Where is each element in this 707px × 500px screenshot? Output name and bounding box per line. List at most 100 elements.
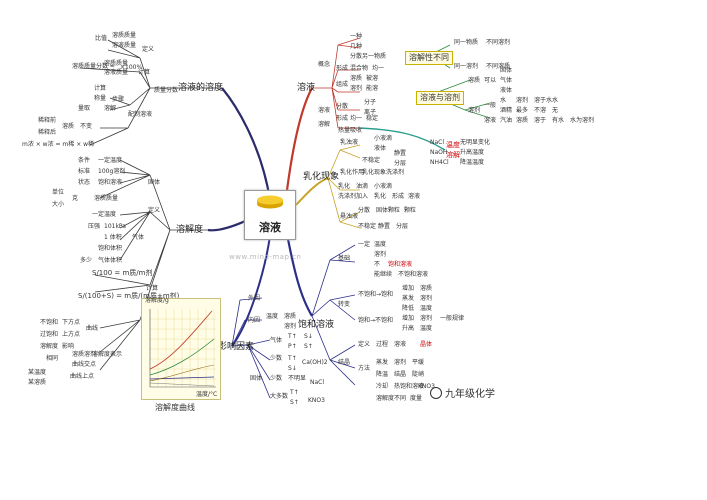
infl-t-up-3: T↑ <box>290 389 299 396</box>
sat-evap: 蒸发 <box>376 359 389 366</box>
diss-liquid: 液体 <box>500 87 513 94</box>
conc-calc: 计算 <box>138 69 151 76</box>
sat-temp: 温度 <box>374 241 387 248</box>
infl-solid: 固体 <box>250 375 263 382</box>
sol-sat-vol: 饱和体积 <box>98 245 123 252</box>
sol-solubility: 溶解度 <box>40 343 59 350</box>
conc-steps: 步骤 <box>112 96 125 103</box>
sol-some-temp: 某温度 <box>28 369 47 376</box>
sat-certain: 一定 <box>358 241 371 248</box>
sol-solid: 固体 <box>148 179 161 186</box>
heat-nh4cl: NH4Cl <box>430 159 449 166</box>
emul-droplet: 小液滴 <box>374 135 393 142</box>
conc-after-dilute: 稀释后 <box>38 129 57 136</box>
sol-pressure: 压强 <box>88 223 101 230</box>
conc-formula-pct: ×100% <box>120 64 143 71</box>
branch-influence[interactable]: 影响因素 <box>218 342 255 352</box>
sat-method: 方法 <box>358 365 371 372</box>
conc-before-dilute: 稀释前 <box>38 117 57 124</box>
sol-intersection: 曲线交点 <box>72 361 97 368</box>
center-node[interactable]: 溶液 <box>244 190 296 240</box>
sol-state: 状态 <box>78 179 91 186</box>
solubility-curve-svg <box>149 309 216 388</box>
conc-formula-den: 溶液质量 <box>104 69 129 76</box>
sol-gram: 克 <box>72 195 79 202</box>
chart-ylabel: 溶解度/g <box>145 297 169 304</box>
chart-xlabel: 温度/°C <box>196 391 218 398</box>
sat-raise: 升高 <box>402 325 415 332</box>
emul-disperse: 分散 <box>358 207 371 214</box>
sat-general-rule: 一般规律 <box>440 315 465 322</box>
infl-external: 外因 <box>248 295 261 302</box>
solu-solution: 溶液 <box>318 107 331 114</box>
diss-water: 水 <box>500 97 507 104</box>
sat-steep: 陡峭 <box>412 371 425 378</box>
infl-caoh2: Ca(OH)2 <box>302 359 328 366</box>
solu-ion: 离子 <box>364 109 377 116</box>
heat-dissolve: 溶解 <box>446 151 460 159</box>
sol-supersat: 过饱和 <box>40 331 59 338</box>
emul-still: 静置 <box>394 150 407 157</box>
diss-solvent-2: 溶剂 <box>516 97 529 104</box>
diss-in-water: 溶于水 <box>534 97 553 104</box>
solu-mixture: 混合物 <box>350 65 369 72</box>
emul-particle: 颗粒 <box>404 207 417 214</box>
infl-few: 少数 <box>270 355 283 362</box>
sat-cool: 降温 <box>376 371 389 378</box>
branch-solution[interactable]: 溶液 <box>297 83 316 93</box>
infl-not-obvious: 不明显 <box>288 375 307 382</box>
diss-water-2: 水 <box>552 97 559 104</box>
heat-naoh: NaOH <box>430 149 448 156</box>
emul-add: 加入 <box>356 193 369 200</box>
diss-can: 可以 <box>484 77 497 84</box>
conc-step-measure: 量取 <box>78 105 91 112</box>
infl-s-up: S↑ <box>304 343 313 350</box>
tag-different-solubility[interactable]: 溶解性不同 <box>405 51 453 65</box>
conc-definition: 定义 <box>142 46 155 53</box>
sat-evaporate: 蒸发 <box>402 295 415 302</box>
diss-has-water: 有水 <box>552 117 565 124</box>
diss-solid: 固体 <box>500 67 513 74</box>
sol-1vol: 1 体积 <box>104 234 122 241</box>
diss-same-solvent: 同一溶剂 <box>454 63 479 70</box>
sat-hot-sat: 热饱和溶液 <box>394 383 425 390</box>
emul-still-2: 静置 <box>378 223 391 230</box>
sat-kno3: KNO3 <box>418 383 435 390</box>
sol-curve: 曲线 <box>86 325 99 332</box>
conc-solute: 溶质 <box>62 123 75 130</box>
wechat-account[interactable]: 九年级化学 <box>430 385 495 400</box>
sol-on-curve: 曲线上点 <box>70 373 95 380</box>
branch-concentration[interactable]: 溶液的溶度 <box>178 83 224 93</box>
solu-another: 另一物质 <box>362 53 387 60</box>
sol-gas-temp: 一定温度 <box>92 211 117 218</box>
tag-solution-solvent[interactable]: 溶液与溶剂 <box>416 91 464 105</box>
conc-dilution-formula: m浓 × w浓 = m稀 × w稀 <box>22 141 95 148</box>
conc-unchanged: 不变 <box>80 123 93 130</box>
solu-stable: 稳定 <box>366 115 379 122</box>
infl-s-up-2: S↑ <box>290 399 299 406</box>
heat-no-change: 无明显变化 <box>460 139 491 146</box>
diss-gas: 气体 <box>500 77 513 84</box>
emul-unstable: 不稳定 <box>362 157 381 164</box>
branch-emulsion[interactable]: 乳化现象 <box>303 172 340 182</box>
diss-most: 最多 <box>516 107 529 114</box>
branch-solubility[interactable]: 溶解度 <box>176 225 204 235</box>
sat-crystallize: 结晶 <box>394 371 407 378</box>
diss-solution: 溶液 <box>484 117 497 124</box>
heat-nacl: NaCl <box>430 139 445 146</box>
emul-action: 乳化作用 <box>340 169 365 176</box>
sat-sat-to-unsat: 饱和→不饱和 <box>358 317 394 324</box>
sol-unsaturated: 不饱和 <box>40 319 59 326</box>
sat-solvent-3: 溶剂 <box>420 315 433 322</box>
infl-few-2: 少数 <box>270 375 283 382</box>
sol-amount: 多少 <box>80 257 93 264</box>
sol-standard: 标准 <box>78 168 91 175</box>
diss-solute-2: 溶质 <box>516 117 529 124</box>
sat-solvent-2: 溶剂 <box>420 295 433 302</box>
branch-saturated[interactable]: 饱和溶液 <box>298 320 335 330</box>
emul-emulsify: 乳化 <box>338 183 351 190</box>
sol-below: 下方点 <box>62 319 81 326</box>
conc-formula-label: 溶质质量分数 = <box>72 63 115 70</box>
solu-heat: 热量吸收 <box>338 127 363 134</box>
sol-saturated: 饱和溶液 <box>98 179 123 186</box>
